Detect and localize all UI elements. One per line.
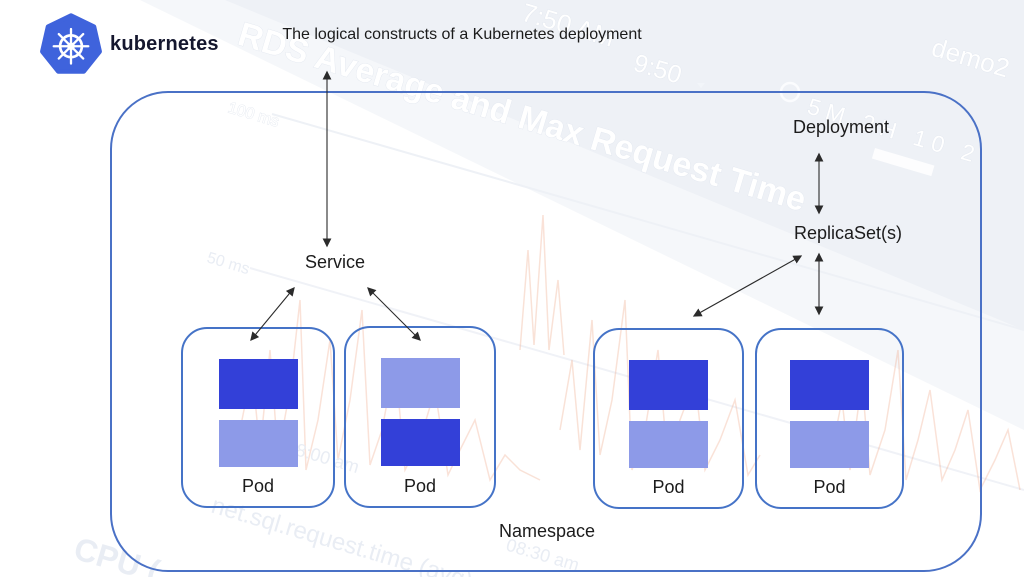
diagram-title: The logical constructs of a Kubernetes d… xyxy=(282,26,642,43)
container-rect xyxy=(629,360,708,410)
watermark-spikes-right xyxy=(829,349,1021,493)
container-rect xyxy=(218,420,298,467)
container-rect xyxy=(218,359,298,409)
pod-label: Pod xyxy=(403,476,437,496)
pod-box-4: Pod xyxy=(755,328,904,509)
watermark-highlight-bar xyxy=(871,148,935,177)
deployment-label: Deployment xyxy=(792,117,890,137)
pod-label: Pod xyxy=(652,477,685,497)
kubernetes-wordmark: kubernetes xyxy=(110,33,219,55)
container-rect xyxy=(629,421,708,468)
pod-box-3: Pod xyxy=(593,328,744,509)
pod-box-2: Pod xyxy=(344,326,496,508)
watermark-caret-icon xyxy=(697,83,705,88)
pod-box-1: Pod xyxy=(181,327,335,508)
service-label: Service xyxy=(304,252,366,272)
watermark-spikes-mid xyxy=(519,214,565,356)
namespace-box xyxy=(110,91,982,572)
watermark-band xyxy=(225,0,1024,330)
kubernetes-logo-icon xyxy=(40,13,102,74)
replicaset-label: ReplicaSet(s) xyxy=(793,223,903,243)
pod-label: Pod xyxy=(813,477,846,497)
container-rect xyxy=(790,360,869,410)
container-rect xyxy=(380,419,460,466)
watermark-gridline-100 xyxy=(271,113,1024,331)
container-rect xyxy=(380,358,460,408)
pod-label: Pod xyxy=(241,476,275,496)
container-rect xyxy=(790,421,869,468)
namespace-label: Namespace xyxy=(498,521,596,541)
